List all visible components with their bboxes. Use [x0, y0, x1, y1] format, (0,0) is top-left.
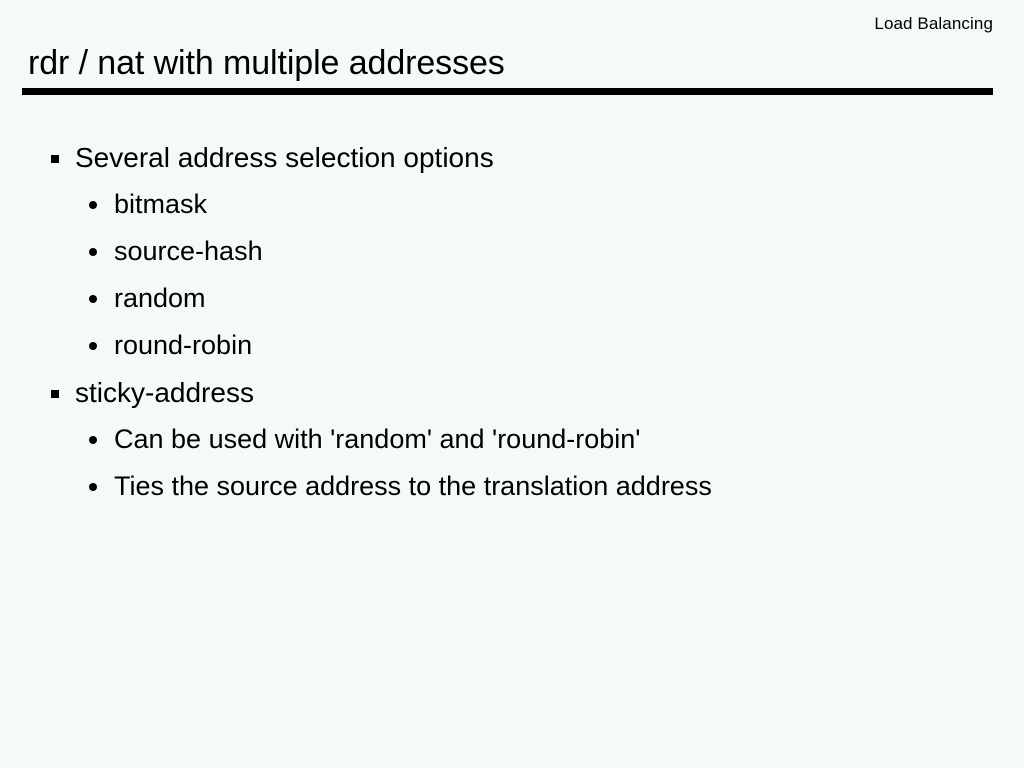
bullet-list: Several address selection options bitmask…	[0, 134, 1024, 510]
dot-bullet-icon	[89, 248, 97, 256]
slide-header-label: Load Balancing	[874, 14, 993, 33]
slide-body: Several address selection options bitmask…	[0, 134, 1024, 510]
bullet-item: random	[0, 275, 1024, 322]
slide-title: rdr / nat with multiple addresses	[28, 44, 505, 82]
bullet-label: sticky-address	[75, 377, 254, 408]
bullet-item: sticky-address	[0, 369, 1024, 416]
bullet-label: source-hash	[114, 236, 263, 266]
dot-bullet-icon	[89, 436, 97, 444]
square-bullet-icon	[51, 155, 59, 163]
bullet-label: bitmask	[114, 189, 208, 219]
dot-bullet-icon	[89, 342, 97, 350]
bullet-label: Can be used with 'random' and 'round-rob…	[114, 424, 641, 454]
bullet-item: Ties the source address to the translati…	[0, 463, 1024, 510]
bullet-item: source-hash	[0, 228, 1024, 275]
dot-bullet-icon	[89, 483, 97, 491]
bullet-label: Ties the source address to the translati…	[114, 471, 712, 501]
bullet-label: round-robin	[114, 330, 253, 360]
title-divider-rule	[22, 88, 993, 95]
bullet-label: random	[114, 283, 206, 313]
bullet-item: Several address selection options	[0, 134, 1024, 181]
dot-bullet-icon	[89, 295, 97, 303]
bullet-item: Can be used with 'random' and 'round-rob…	[0, 416, 1024, 463]
square-bullet-icon	[51, 390, 59, 398]
bullet-label: Several address selection options	[75, 142, 494, 173]
bullet-item: round-robin	[0, 322, 1024, 369]
bullet-item: bitmask	[0, 181, 1024, 228]
dot-bullet-icon	[89, 201, 97, 209]
